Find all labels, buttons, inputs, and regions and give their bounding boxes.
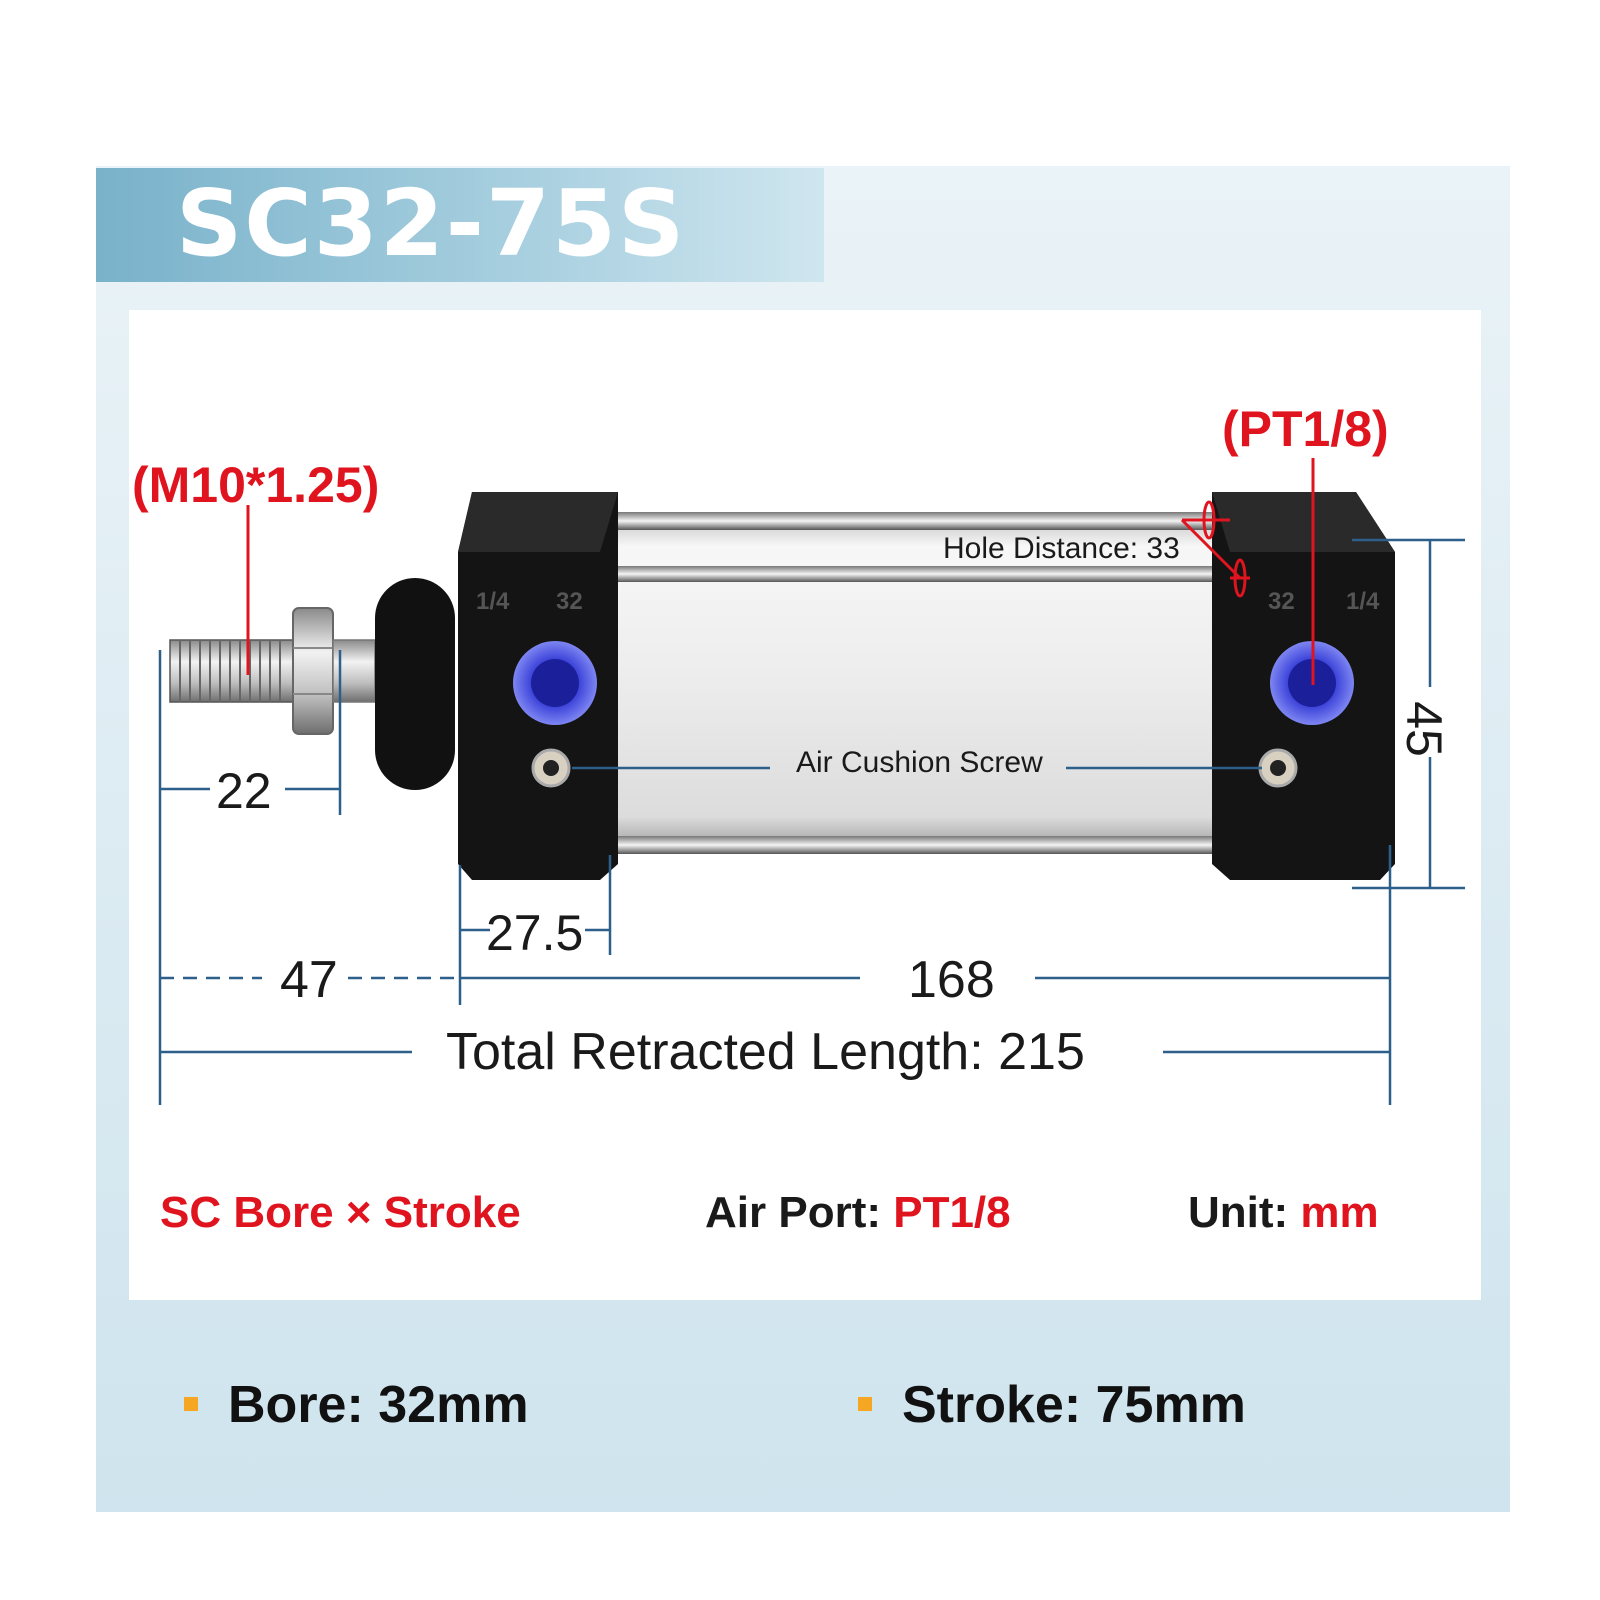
port-thread-label: (PT1/8) (1222, 401, 1389, 457)
tie-rod-top (600, 512, 1230, 530)
bullet-bore: Bore: 32mm (184, 1375, 529, 1435)
cap-mark-left-b: 32 (556, 588, 583, 615)
bullet-stroke: Stroke: 75mm (858, 1375, 1246, 1435)
bullet-square-icon (184, 1397, 198, 1412)
bullet-square-icon (858, 1397, 872, 1412)
spec-air-port: Air Port: PT1/8 (705, 1188, 1011, 1238)
front-boss (375, 578, 455, 790)
air-cushion-label: Air Cushion Screw (796, 746, 1043, 779)
dim-total-length: Total Retracted Length: 215 (446, 1023, 1085, 1081)
bullet-bore-text: Bore: 32mm (228, 1376, 529, 1434)
title-band (96, 168, 824, 282)
threaded-rod (169, 639, 296, 703)
spec-model: SC Bore × Stroke (160, 1188, 521, 1237)
hole-distance-label: Hole Distance: 33 (943, 532, 1180, 565)
dimension-lines (158, 538, 1465, 1105)
spec-air-port-value: PT1/8 (893, 1188, 1011, 1237)
bullet-stroke-text: Stroke: 75mm (902, 1376, 1246, 1434)
spec-unit: Unit: mm (1188, 1188, 1379, 1238)
front-end-cap (458, 492, 618, 880)
spec-unit-value: mm (1300, 1188, 1379, 1237)
spec-air-port-label: Air Port: (705, 1188, 894, 1237)
rod-thread-label: (M10*1.25) (132, 457, 380, 513)
cap-mark-right-b: 1/4 (1346, 588, 1380, 615)
dim-rod-length: 22 (216, 763, 272, 819)
spec-unit-label: Unit: (1188, 1188, 1301, 1237)
dim-body-length: 168 (908, 951, 995, 1009)
cap-mark-right-a: 32 (1268, 588, 1295, 615)
dim-cap-width: 27.5 (486, 905, 584, 961)
rod-nut (292, 607, 376, 735)
red-callouts (246, 458, 1315, 685)
cap-mark-left-a: 1/4 (476, 588, 510, 615)
dim-rod-extension: 47 (280, 951, 338, 1009)
rear-end-cap (1212, 492, 1395, 880)
tie-rod-bottom (600, 836, 1230, 854)
tie-rod-upper (600, 566, 1230, 582)
product-title: SC32-75S (176, 170, 687, 277)
dim-height: 45 (1395, 701, 1452, 757)
